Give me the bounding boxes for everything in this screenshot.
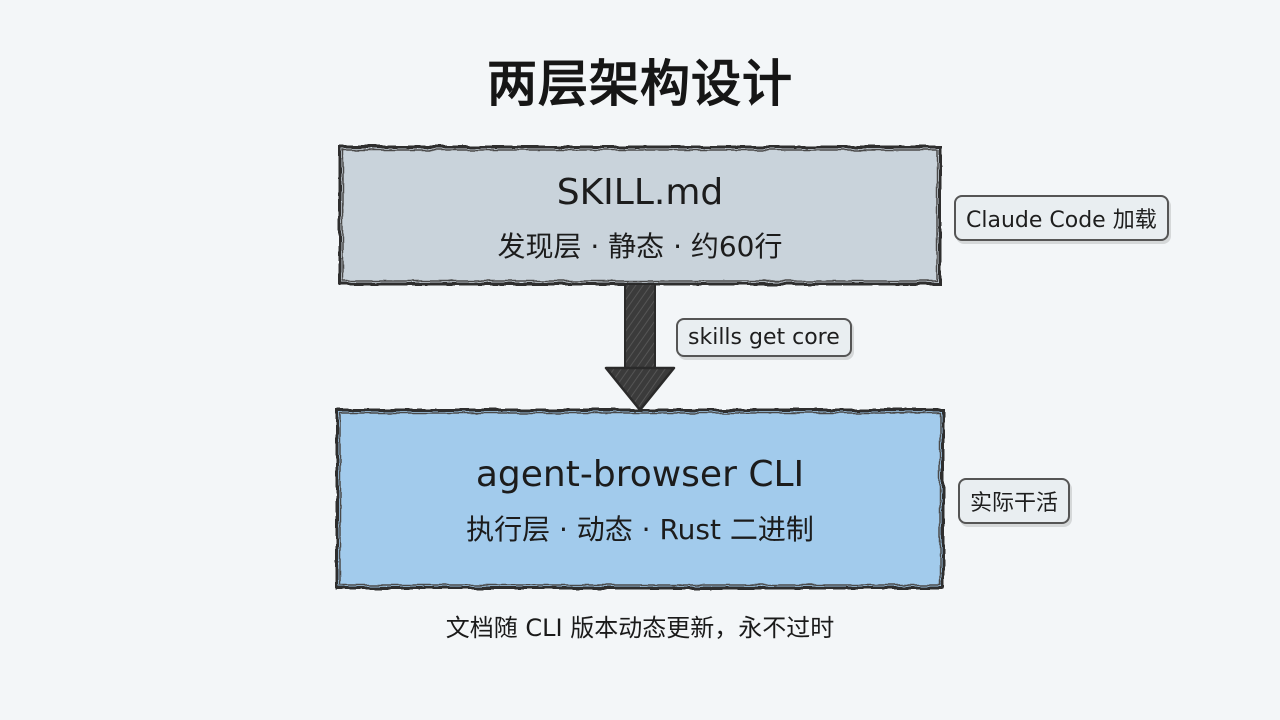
bottom-box-tag: 实际干活: [958, 478, 1071, 524]
top-box-title: SKILL.md: [556, 172, 724, 213]
top-box-subtitle: 发现层 · 静态 · 约60行: [497, 230, 783, 263]
down-arrow: [604, 283, 676, 412]
bottom-box-title: agent-browser CLI: [475, 454, 805, 495]
arrow-label: skills get core: [676, 318, 852, 357]
page-title: 两层架构设计: [487, 55, 793, 113]
bottom-box-subtitle: 执行层 · 动态 · Rust 二进制: [466, 513, 814, 546]
top-box: [338, 145, 942, 286]
footnote: 文档随 CLI 版本动态更新，永不过时: [445, 614, 835, 642]
bottom-box: [335, 408, 945, 590]
top-box-tag: Claude Code 加载: [954, 195, 1169, 241]
